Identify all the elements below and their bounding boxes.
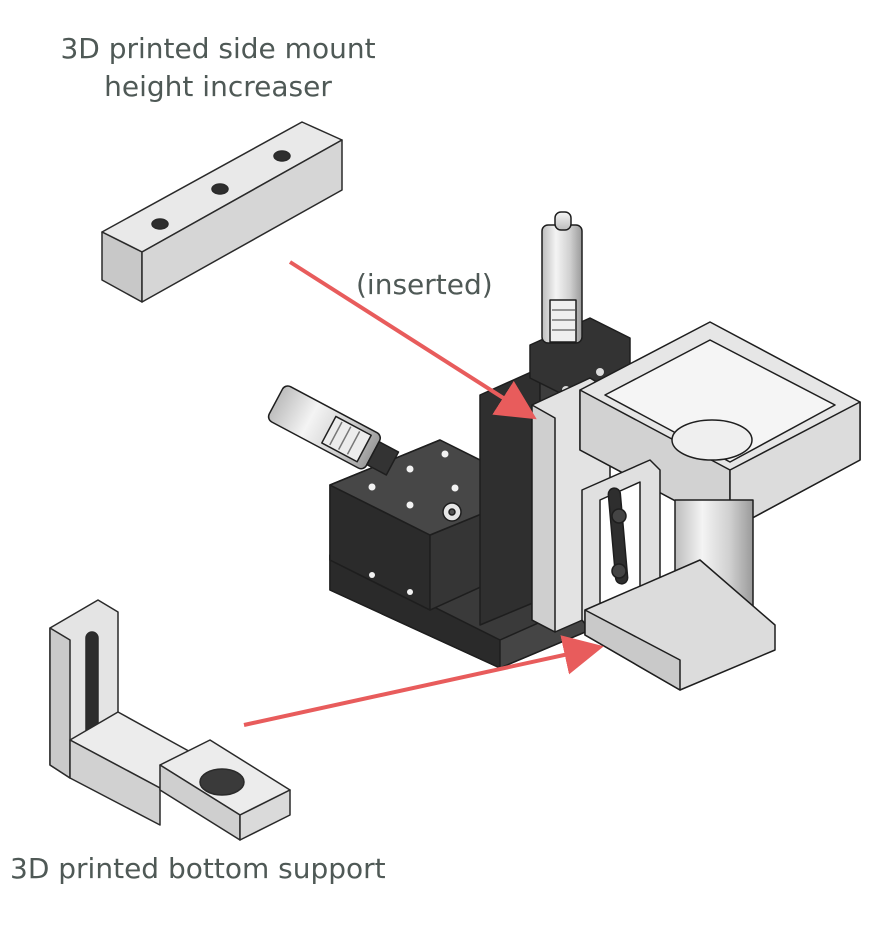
translation-stage-assembly — [267, 211, 861, 691]
label-height-increaser: 3D printed side mount height increaser — [48, 30, 388, 106]
label-bottom-support: 3D printed bottom support — [10, 852, 386, 885]
height-increaser-part — [101, 121, 343, 303]
label-line-2: height increaser — [104, 70, 332, 103]
label-line-1: 3D printed side mount — [60, 32, 376, 65]
bottom-support-part — [49, 599, 291, 841]
arrow-to-side-mount — [288, 260, 537, 420]
label-inserted: (inserted) — [356, 268, 493, 301]
arrows — [243, 260, 604, 727]
arrow-to-bottom — [243, 635, 604, 727]
